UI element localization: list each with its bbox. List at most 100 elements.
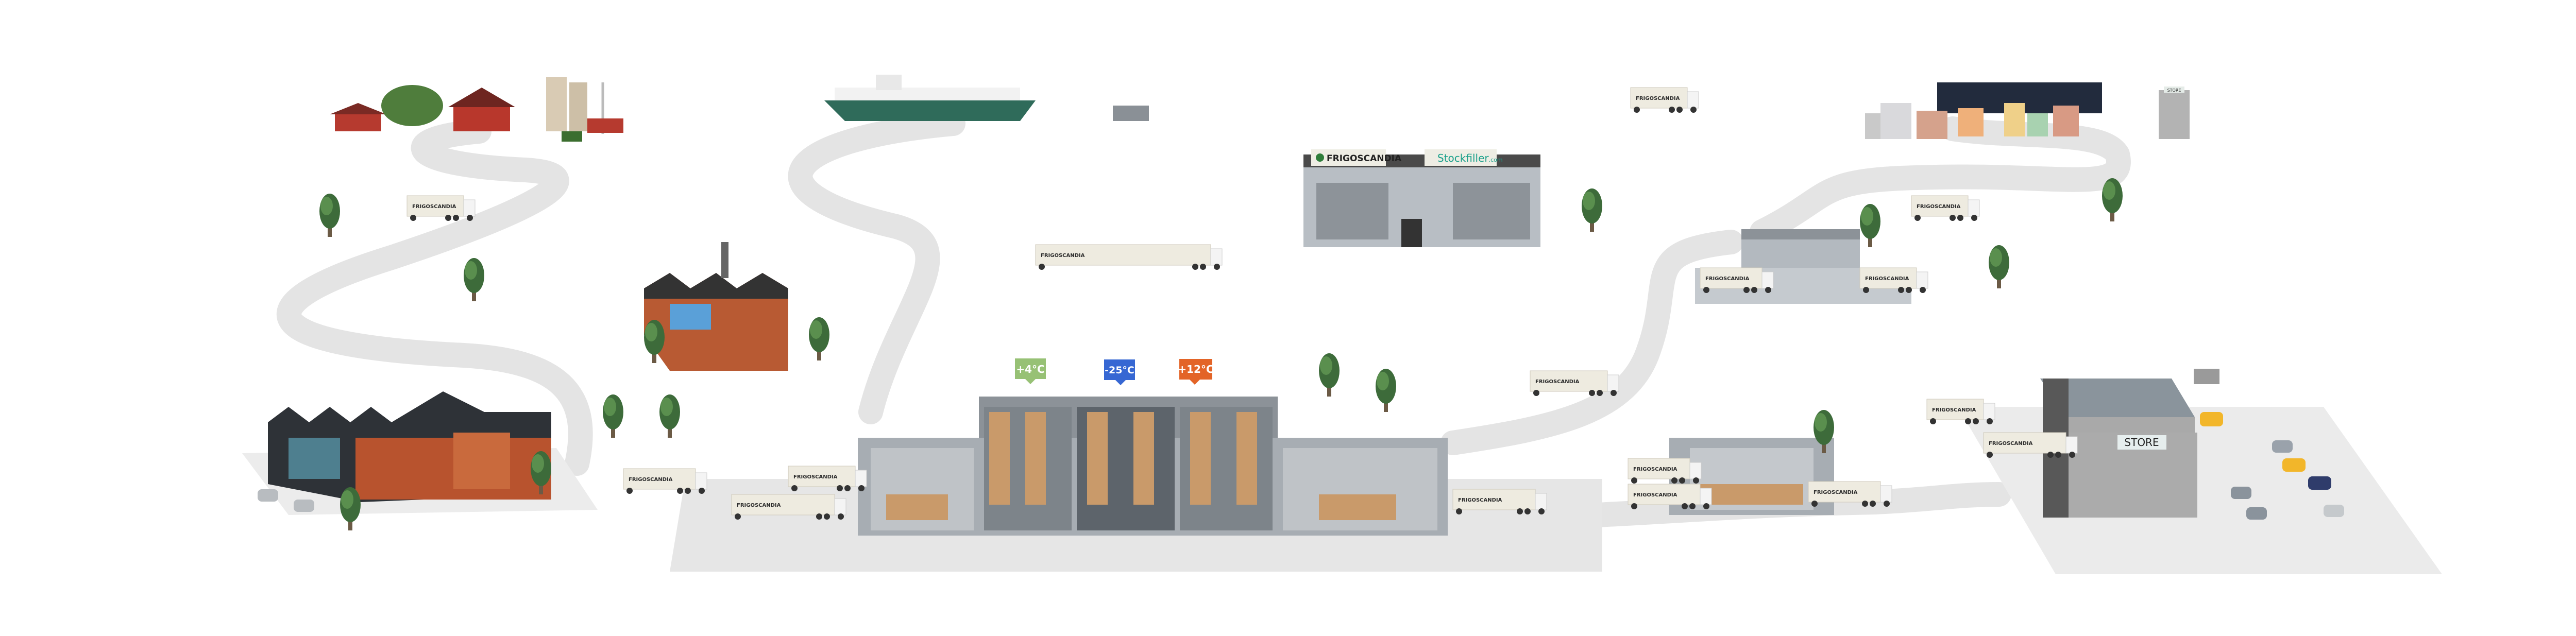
wheel-icon <box>837 485 843 491</box>
tree-icon <box>2102 178 2123 221</box>
wheel-icon <box>1631 503 1637 509</box>
truck-icon: FRIGOSCANDIA <box>731 494 846 520</box>
wheel-icon <box>467 215 473 221</box>
wheel-icon <box>1971 215 1977 221</box>
wheel-icon <box>1597 390 1603 396</box>
car-icon <box>294 500 314 512</box>
wheel-icon <box>410 215 416 221</box>
wheel-icon <box>1533 390 1539 396</box>
wheel-icon <box>844 485 851 491</box>
wheel-icon <box>1611 390 1617 396</box>
wheel-icon <box>1898 287 1904 293</box>
svg-text:+4°C: +4°C <box>1016 363 1044 375</box>
tree-icon <box>340 487 361 530</box>
wheel-icon <box>858 485 865 491</box>
car-icon <box>2246 507 2267 520</box>
truck-label: FRIGOSCANDIA <box>1917 204 1961 210</box>
tree-icon <box>464 258 484 301</box>
wheel-icon <box>626 488 633 494</box>
road-north <box>1440 230 1743 455</box>
wheel-icon <box>1192 264 1198 270</box>
tree-icon <box>809 317 829 360</box>
frigoscandia-sign-text: FRIGOSCANDIA <box>1327 153 1402 164</box>
truck-label: FRIGOSCANDIA <box>1535 379 1580 385</box>
truck-label: FRIGOSCANDIA <box>629 477 673 483</box>
zone-tag-ambient: +12°C <box>1178 359 1214 385</box>
wheel-icon <box>1538 508 1545 514</box>
wheel-icon <box>1676 107 1683 113</box>
stockfiller-sign-text: Stockfiller.com <box>1437 152 1503 164</box>
wheel-icon <box>1987 452 1993 458</box>
truck-icon: FRIGOSCANDIA <box>1628 484 1712 509</box>
truck-icon: FRIGOSCANDIA <box>406 195 476 221</box>
wheel-icon <box>699 488 705 494</box>
svg-text:+12°C: +12°C <box>1178 363 1213 375</box>
wheel-icon <box>1631 477 1637 484</box>
wheel-icon <box>2069 452 2075 458</box>
wheel-icon <box>1682 503 1688 509</box>
ground-store-lot <box>1958 407 2442 574</box>
wheel-icon <box>816 513 822 520</box>
wheel-icon <box>838 513 844 520</box>
truck-label: FRIGOSCANDIA <box>1705 276 1750 282</box>
truck-label: FRIGOSCANDIA <box>412 204 456 210</box>
svg-text:STORE: STORE <box>2167 88 2181 93</box>
truck-icon: FRIGOSCANDIA <box>1628 458 1702 484</box>
car-icon <box>258 489 278 502</box>
ship <box>824 75 1149 121</box>
van-icon <box>2200 412 2223 426</box>
truck-icon: FRIGOSCANDIA <box>1035 244 1223 270</box>
wheel-icon <box>1987 418 1993 424</box>
wheel-icon <box>1200 264 1206 270</box>
truck-icon: FRIGOSCANDIA <box>788 466 867 491</box>
wheel-icon <box>1524 508 1531 514</box>
wheel-icon <box>1693 477 1699 484</box>
wheel-icon <box>2055 452 2061 458</box>
wheel-icon <box>1930 418 1936 424</box>
wheel-icon <box>1862 501 1868 507</box>
car-icon <box>2231 487 2251 499</box>
wheel-icon <box>1863 287 1869 293</box>
tree-icon <box>1376 369 1396 412</box>
wheel-icon <box>1950 215 1956 221</box>
wheel-icon <box>1039 264 1045 270</box>
wheel-icon <box>2047 452 2054 458</box>
wheel-icon <box>1703 503 1709 509</box>
store-building: STORE <box>2040 369 2219 518</box>
wheel-icon <box>1517 508 1523 514</box>
wheel-icon <box>1870 501 1876 507</box>
wheel-icon <box>685 488 691 494</box>
truck-label: FRIGOSCANDIA <box>1636 96 1680 101</box>
truck-label: FRIGOSCANDIA <box>1865 276 1909 282</box>
road-city <box>1750 116 2131 244</box>
wheel-icon <box>445 215 451 221</box>
wheel-icon <box>1884 501 1890 507</box>
wheel-icon <box>1811 501 1818 507</box>
wheel-icon <box>1589 390 1595 396</box>
wheel-icon <box>824 513 830 520</box>
frigoscandia-logo-icon <box>1316 153 1324 162</box>
trucks: FRIGOSCANDIAFRIGOSCANDIAFRIGOSCANDIAFRIG… <box>406 87 2078 520</box>
truck-icon: FRIGOSCANDIA <box>1630 87 1699 113</box>
tree-icon <box>659 394 680 438</box>
truck-icon: FRIGOSCANDIA <box>1911 195 1980 221</box>
wheel-icon <box>1765 287 1771 293</box>
truck-icon: FRIGOSCANDIA <box>1926 399 1995 424</box>
wheel-icon <box>453 215 459 221</box>
wheel-icon <box>1690 107 1697 113</box>
tree-icon <box>1319 353 1340 397</box>
wheel-icon <box>1669 107 1675 113</box>
car-icon <box>2272 440 2293 453</box>
svg-text:-25°C: -25°C <box>1105 365 1134 376</box>
wheel-icon <box>1914 215 1921 221</box>
car-icon <box>2308 476 2331 490</box>
car-icon <box>2324 505 2344 517</box>
zone-tag-chilled: +4°C <box>1015 358 1046 384</box>
truck-label: FRIGOSCANDIA <box>1814 490 1858 495</box>
truck-icon: FRIGOSCANDIA <box>623 468 707 494</box>
wheel-icon <box>1906 287 1912 293</box>
stockfiller-sign <box>1425 149 1497 166</box>
wheel-icon <box>735 513 741 520</box>
city-skyline: STORE <box>1865 82 2190 139</box>
